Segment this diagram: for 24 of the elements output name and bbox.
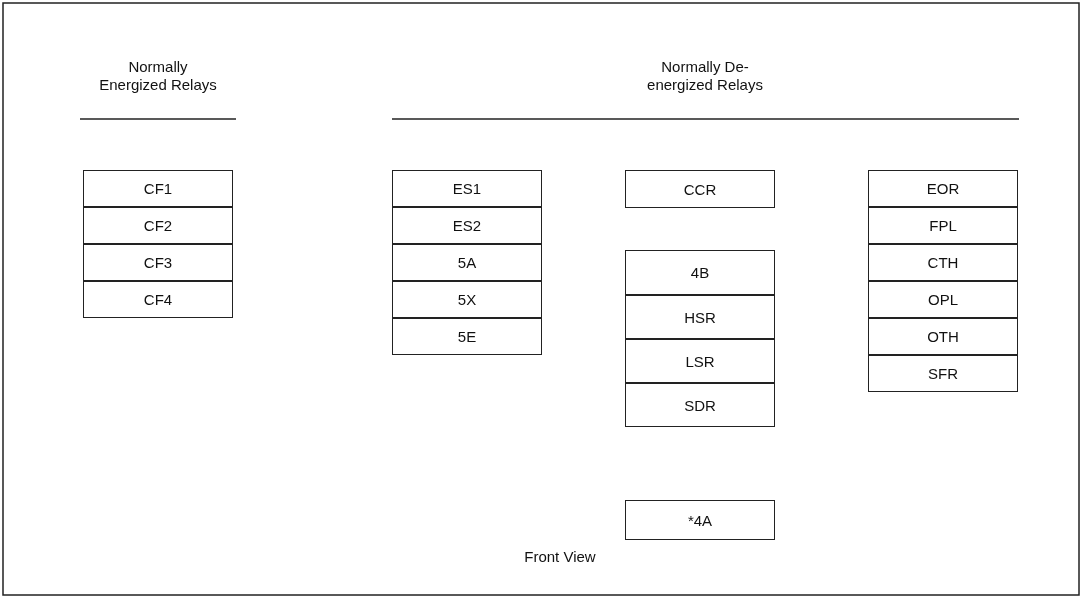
relay-box: LSR bbox=[625, 339, 775, 383]
relay-box: 5A bbox=[392, 244, 542, 281]
relay-box: HSR bbox=[625, 295, 775, 339]
relay-box: CF3 bbox=[83, 244, 233, 281]
relay-box: 5E bbox=[392, 318, 542, 355]
relay-box: CF1 bbox=[83, 170, 233, 207]
relay-box: CF4 bbox=[83, 281, 233, 318]
relay-box: *4A bbox=[625, 500, 775, 540]
relay-box: FPL bbox=[868, 207, 1018, 244]
relay-box: SFR bbox=[868, 355, 1018, 392]
relay-box: OTH bbox=[868, 318, 1018, 355]
relay-box: ES1 bbox=[392, 170, 542, 207]
relay-box: 4B bbox=[625, 250, 775, 295]
relay-box: CTH bbox=[868, 244, 1018, 281]
relay-box: CCR bbox=[625, 170, 775, 208]
relay-box: CF2 bbox=[83, 207, 233, 244]
relay-box: EOR bbox=[868, 170, 1018, 207]
relay-box: ES2 bbox=[392, 207, 542, 244]
view-caption: Front View bbox=[523, 548, 597, 566]
relay-box: SDR bbox=[625, 383, 775, 427]
section-heading: Normally Energized Relays bbox=[98, 58, 218, 94]
section-heading: Normally De-energized Relays bbox=[646, 58, 764, 94]
relay-box: 5X bbox=[392, 281, 542, 318]
relay-box: OPL bbox=[868, 281, 1018, 318]
